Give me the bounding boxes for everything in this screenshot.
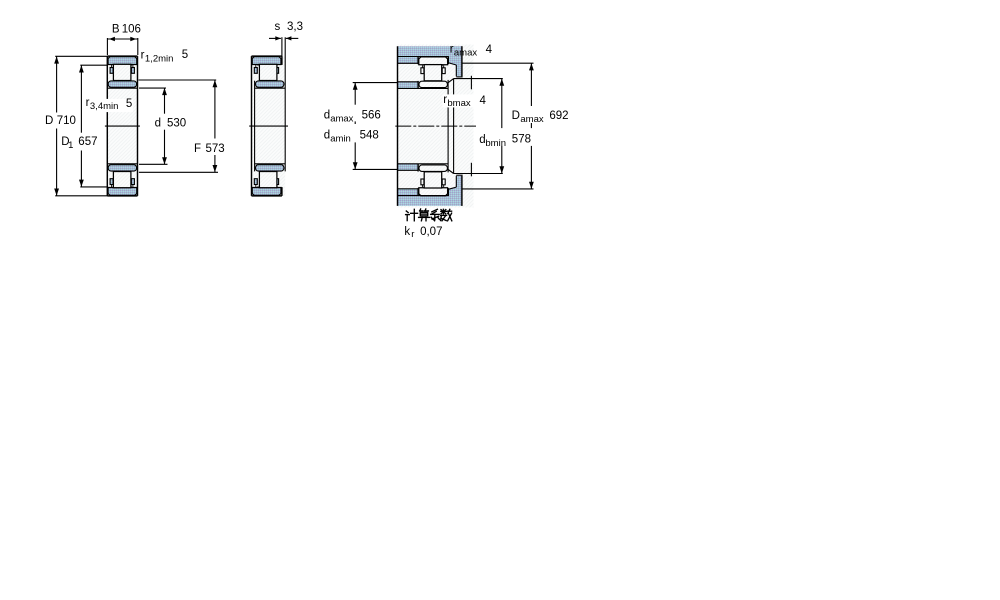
svg-text:r: r [86,97,90,109]
svg-text:4: 4 [480,95,487,107]
svg-text:548: 548 [360,129,379,141]
svg-text:amax: amax [330,113,353,124]
svg-text:3,4min: 3,4min [90,101,119,112]
svg-text:692: 692 [549,110,568,122]
svg-text:amax: amax [520,114,543,125]
svg-text:d: d [479,134,485,146]
svg-text:3,3: 3,3 [287,21,303,33]
svg-text:710: 710 [57,115,76,127]
svg-text:1: 1 [68,140,73,151]
svg-text:d: d [324,129,330,141]
svg-text:578: 578 [512,133,531,145]
svg-text:s: s [275,21,281,33]
svg-text:1,2min: 1,2min [145,53,174,64]
svg-text:5: 5 [182,49,188,61]
svg-text:r: r [450,44,454,56]
svg-text:5: 5 [126,98,132,110]
svg-text:0,07: 0,07 [420,226,442,238]
svg-text:k: k [404,226,410,238]
svg-text:573: 573 [206,143,225,155]
svg-text:amax: amax [454,48,477,59]
svg-text:657: 657 [78,136,97,148]
svg-text:D: D [512,110,520,122]
svg-text:amin: amin [330,133,351,144]
svg-text:r: r [141,49,145,61]
svg-text:566: 566 [362,109,381,121]
svg-text:106: 106 [122,24,141,36]
svg-text:d: d [155,117,161,129]
svg-text:F: F [194,143,201,155]
svg-text:530: 530 [167,117,186,129]
svg-text:bmax: bmax [447,98,470,109]
svg-text:B: B [112,24,120,36]
svg-text:D: D [45,115,53,127]
svg-text:r: r [411,229,414,240]
svg-text:4: 4 [486,44,493,56]
svg-text:r: r [443,94,447,106]
svg-text:bmin: bmin [485,138,506,149]
svg-text:d: d [324,109,330,121]
svg-text:D: D [61,136,69,148]
